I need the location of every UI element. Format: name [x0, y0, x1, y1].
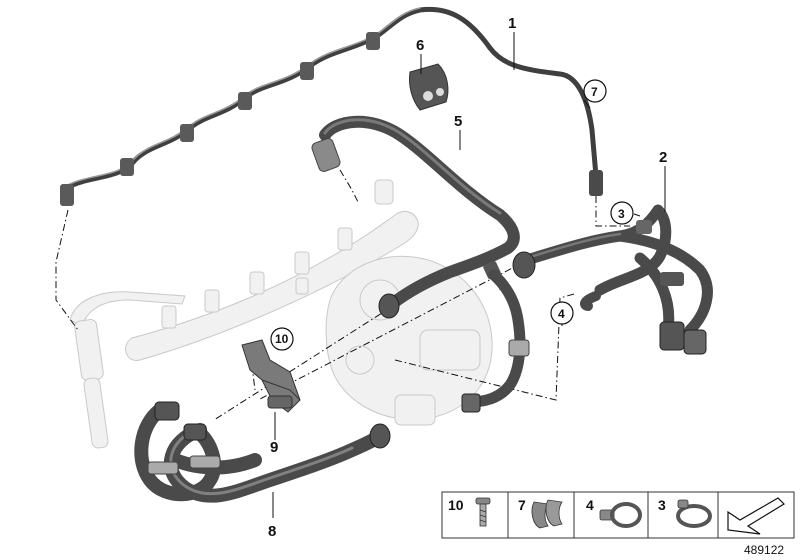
svg-text:4: 4: [586, 497, 594, 513]
callout-9: 9: [270, 439, 278, 456]
svg-text:5: 5: [454, 113, 462, 130]
legend-item-10: 10: [448, 497, 491, 527]
svg-text:3: 3: [658, 497, 666, 513]
direction-arrow-icon: [727, 497, 785, 535]
callout-4: 4: [550, 301, 574, 325]
fuel-return-line: [512, 204, 713, 355]
fuel-feed-line: [311, 115, 520, 319]
legend-item-4: 4: [586, 497, 642, 528]
leak-line-end-fitting: [589, 170, 603, 196]
leak-off-line: [60, 6, 603, 206]
callout-8: 8: [268, 523, 276, 540]
bracket: [241, 339, 301, 413]
holder: [409, 63, 449, 111]
document-number: 489122: [744, 543, 784, 557]
svg-text:2: 2: [659, 149, 667, 166]
svg-text:7: 7: [591, 85, 598, 99]
svg-text:1: 1: [508, 15, 516, 32]
legend-item-7: 7: [518, 497, 563, 529]
svg-text:10: 10: [275, 332, 289, 346]
svg-text:7: 7: [518, 497, 526, 513]
callout-6: 6: [416, 37, 424, 54]
parts-legend: 10 7 4 3: [441, 491, 795, 539]
fuel-rail-ghost: [125, 179, 419, 361]
callout-5: 5: [454, 113, 462, 130]
injector-connectors: [60, 32, 380, 206]
injector-ghost: [69, 291, 186, 449]
svg-text:8: 8: [268, 523, 276, 540]
callout-2: 2: [659, 149, 667, 166]
callout-10: 10: [270, 327, 294, 351]
legend-item-direction: [727, 497, 785, 535]
screw-icon: [475, 497, 491, 527]
svg-text:10: 10: [448, 497, 464, 513]
svg-text:4: 4: [558, 307, 565, 321]
svg-text:3: 3: [618, 207, 625, 221]
legend-item-3: 3: [658, 497, 712, 528]
suction-line: [134, 401, 391, 503]
clamp-ring-icon: [676, 499, 712, 528]
pump-return-hose: [461, 269, 530, 413]
callout-1: 1: [508, 15, 516, 32]
hose-clamp-icon: [599, 502, 642, 528]
svg-text:9: 9: [270, 439, 278, 456]
callout-7: 7: [583, 79, 607, 103]
double-clip-icon: [531, 499, 563, 529]
svg-text:6: 6: [416, 37, 424, 54]
callout-3: 3: [610, 201, 634, 225]
connection-lines: [55, 169, 630, 421]
